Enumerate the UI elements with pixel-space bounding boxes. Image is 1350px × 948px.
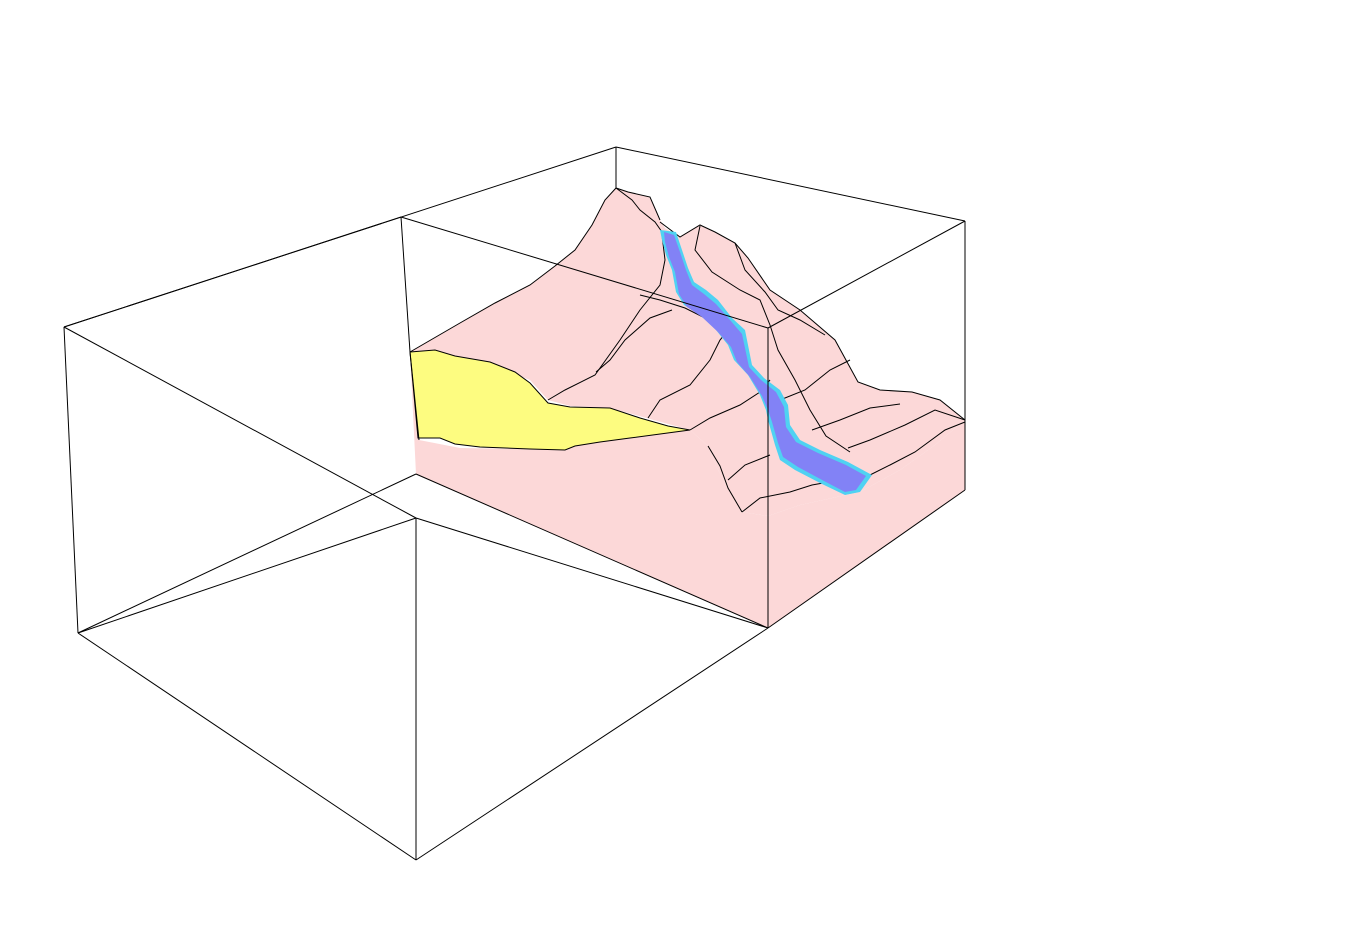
terrain-block	[410, 188, 965, 628]
channel-water	[664, 232, 866, 492]
terrain-side-face	[768, 420, 965, 628]
terrain-top-surface	[410, 188, 965, 516]
terrain-front-face	[410, 352, 768, 628]
river-channel	[660, 230, 872, 495]
box-front-edges	[63, 216, 966, 861]
sediment-deposit	[409, 349, 691, 451]
terrain-contours	[409, 187, 966, 513]
channel-edge	[660, 230, 872, 495]
